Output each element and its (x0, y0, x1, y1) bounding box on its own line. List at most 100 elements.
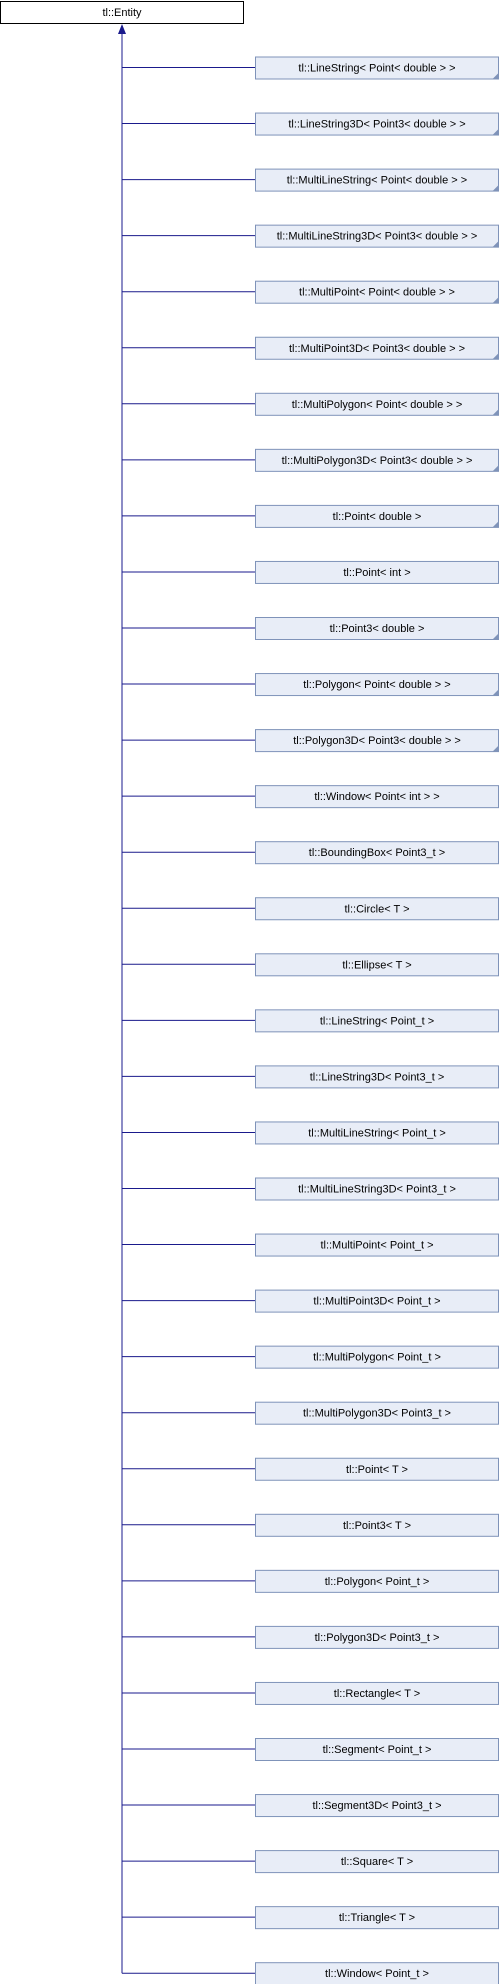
template-instance-marker (492, 73, 499, 79)
derived-class-node[interactable]: tl::Window< Point< int > > (255, 785, 499, 809)
derived-class-label: tl::MultiLineString3D< Point3_t > (298, 1184, 456, 1196)
derived-class-node[interactable]: tl::LineString< Point_t > (255, 1009, 499, 1033)
derived-class-box (255, 1738, 499, 1761)
derived-class-label: tl::Point3< T > (343, 1520, 411, 1532)
root-node-label: tl::Entity (102, 7, 142, 19)
derived-class-node[interactable]: tl::Circle< T > (255, 897, 499, 921)
derived-class-box (255, 1513, 499, 1537)
template-instance-marker (492, 241, 499, 248)
derived-class-box (255, 448, 499, 472)
derived-class-box (255, 504, 499, 528)
derived-class-box (255, 336, 499, 360)
template-instance-marker (492, 297, 499, 304)
derived-class-label: tl::MultiPolygon3D< Point3< double > > (282, 455, 473, 467)
derived-class-box (255, 112, 499, 136)
derived-class-box (255, 1065, 499, 1089)
derived-class-node[interactable]: tl::MultiLineString< Point_t > (255, 1121, 499, 1145)
derived-class-box (255, 224, 499, 248)
derived-class-label: tl::MultiPolygon< Point_t > (313, 1352, 441, 1364)
derived-class-node[interactable]: tl::Window< Point_t > (255, 1962, 499, 1984)
derived-class-label: tl::Circle< T > (344, 903, 409, 915)
derived-class-node[interactable]: tl::Point< int > (255, 560, 499, 584)
derived-class-label: tl::Polygon3D< Point3_t > (315, 1632, 440, 1644)
derived-class-node[interactable]: tl::Segment< Point_t > (255, 1738, 499, 1761)
derived-class-box (255, 841, 499, 865)
derived-class-label: tl::Ellipse< T > (342, 959, 411, 971)
derived-class-node[interactable]: tl::Rectangle< T > (255, 1681, 499, 1705)
template-instance-marker (492, 633, 499, 640)
derived-class-node[interactable]: tl::LineString3D< Point3< double > > (255, 112, 499, 136)
derived-class-node[interactable]: tl::MultiLineString< Point< double > > (255, 168, 499, 192)
derived-class-node[interactable]: tl::LineString< Point< double > > (255, 56, 499, 80)
derived-class-node[interactable]: tl::Ellipse< T > (255, 953, 499, 977)
derived-class-label: tl::MultiPoint3D< Point_t > (313, 1296, 440, 1308)
derived-class-box (255, 280, 499, 304)
derived-class-node[interactable]: tl::MultiPoint< Point< double > > (255, 280, 499, 304)
derived-class-node[interactable]: tl::Square< T > (255, 1850, 499, 1874)
derived-class-node[interactable]: tl::MultiLineString3D< Point3< double > … (255, 224, 499, 248)
derived-class-label: tl::MultiLineString3D< Point3< double > … (277, 231, 478, 243)
derived-class-node[interactable]: tl::Polygon< Point< double > > (255, 673, 499, 697)
derived-class-node[interactable]: tl::LineString3D< Point3_t > (255, 1065, 499, 1089)
derived-class-label: tl::Square< T > (341, 1856, 413, 1868)
derived-class-label: tl::Point< int > (343, 567, 410, 579)
derived-class-node[interactable]: tl::MultiPolygon< Point_t > (255, 1345, 499, 1369)
derived-class-box (255, 392, 499, 416)
inheritance-edges (118, 24, 255, 1974)
derived-class-label: tl::Polygon3D< Point3< double > > (293, 735, 461, 747)
derived-class-label: tl::Point< T > (346, 1464, 408, 1476)
derived-class-node[interactable]: tl::Point< double > (255, 504, 499, 528)
derived-class-box (255, 1177, 499, 1201)
derived-class-node[interactable]: tl::Point3< double > (255, 617, 499, 640)
derived-class-box (255, 1401, 499, 1425)
derived-class-node[interactable]: tl::Point< T > (255, 1457, 499, 1481)
derived-class-label: tl::MultiPoint< Point< double > > (299, 287, 455, 299)
derived-class-label: tl::Point3< double > (330, 623, 425, 635)
derived-class-node[interactable]: tl::MultiPoint3D< Point3< double > > (255, 336, 499, 360)
derived-class-box (255, 1962, 499, 1984)
derived-class-label: tl::MultiPolygon3D< Point3_t > (303, 1408, 451, 1420)
derived-class-box (255, 168, 499, 192)
derived-class-label: tl::Polygon< Point< double > > (303, 679, 450, 691)
derived-class-label: tl::Point< double > (333, 511, 422, 523)
derived-class-node[interactable]: tl::MultiPolygon3D< Point3_t > (255, 1401, 499, 1425)
derived-class-box (255, 560, 499, 584)
derived-class-box (255, 617, 499, 640)
derived-class-box (255, 953, 499, 977)
derived-class-box (255, 1681, 499, 1705)
derived-class-label: tl::Polygon< Point_t > (325, 1576, 430, 1588)
derived-class-node[interactable]: tl::MultiPoint3D< Point_t > (255, 1289, 499, 1313)
derived-class-box (255, 1121, 499, 1145)
derived-class-box (255, 1850, 499, 1874)
derived-class-label: tl::MultiPoint3D< Point3< double > > (289, 343, 465, 355)
derived-class-label: tl::LineString3D< Point3< double > > (288, 119, 465, 131)
derived-class-label: tl::LineString< Point< double > > (298, 63, 455, 75)
derived-class-box (255, 1906, 499, 1930)
derived-class-node[interactable]: tl::Triangle< T > (255, 1906, 499, 1930)
derived-class-node[interactable]: tl::MultiPoint< Point_t > (255, 1233, 499, 1257)
derived-class-label: tl::BoundingBox< Point3_t > (309, 847, 445, 859)
derived-class-node[interactable]: tl::Point3< T > (255, 1513, 499, 1537)
derived-class-node[interactable]: tl::Segment3D< Point3_t > (255, 1794, 499, 1818)
derived-class-node[interactable]: tl::MultiPolygon3D< Point3< double > > (255, 448, 499, 472)
derived-class-node[interactable]: tl::Polygon3D< Point3_t > (255, 1625, 499, 1649)
template-instance-marker (492, 689, 499, 696)
derived-class-node[interactable]: tl::Polygon< Point_t > (255, 1569, 499, 1593)
derived-class-node[interactable]: tl::Polygon3D< Point3< double > > (255, 729, 499, 753)
derived-class-node[interactable]: tl::BoundingBox< Point3_t > (255, 841, 499, 865)
derived-class-box (255, 673, 499, 697)
derived-class-box (255, 1569, 499, 1593)
derived-class-box (255, 1794, 499, 1818)
derived-class-box (255, 785, 499, 809)
derived-class-label: tl::Segment< Point_t > (323, 1744, 432, 1756)
template-instance-marker (492, 129, 499, 136)
template-instance-marker (492, 353, 499, 360)
derived-class-box (255, 1457, 499, 1481)
template-instance-marker (492, 465, 499, 472)
derived-class-node[interactable]: tl::MultiPolygon< Point< double > > (255, 392, 499, 416)
derived-class-list: tl::LineString< Point< double > >tl::Lin… (255, 56, 499, 1984)
template-instance-marker (492, 745, 499, 752)
root-node-tl-entity[interactable]: tl::Entity (0, 1, 244, 24)
derived-class-node[interactable]: tl::MultiLineString3D< Point3_t > (255, 1177, 499, 1201)
